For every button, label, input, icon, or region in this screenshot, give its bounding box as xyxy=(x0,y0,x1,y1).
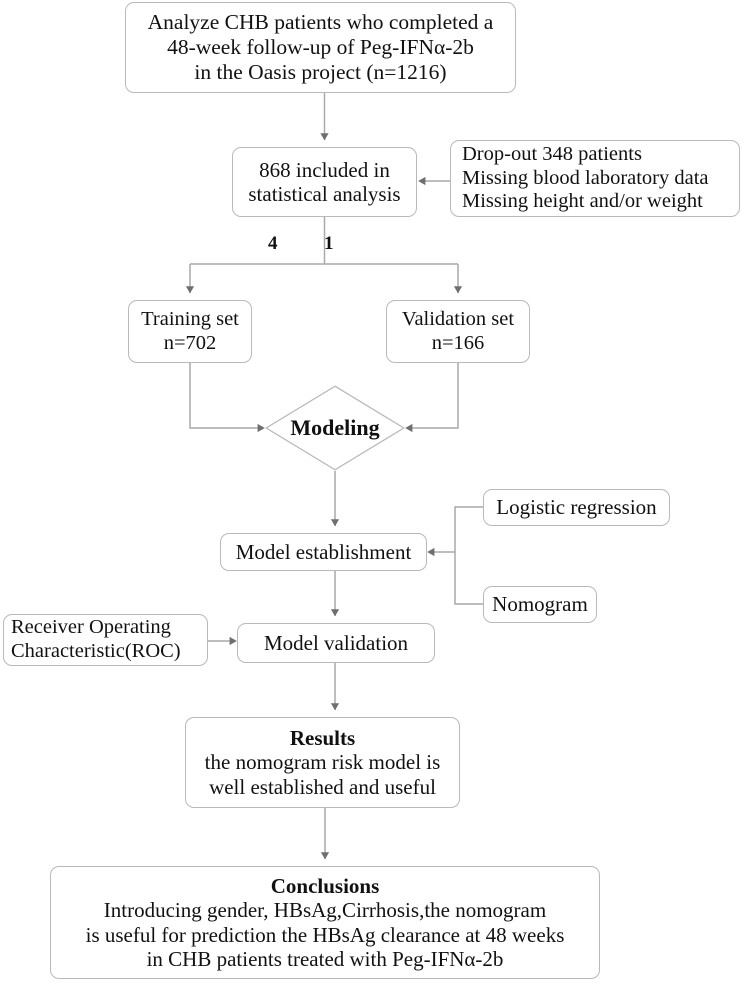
model-validation-label: Model validation xyxy=(263,630,409,655)
model-establishment-label: Model establishment xyxy=(235,539,412,564)
node-nomogram: Nomogram xyxy=(483,586,597,623)
node-model-validation: Model validation xyxy=(237,623,435,663)
conclusions-heading: Conclusions xyxy=(270,873,380,898)
split-label-validation-share: 1 xyxy=(324,233,334,254)
dropout-line-3: Missing height and/or weight xyxy=(462,190,703,213)
edge-training-to-modeling xyxy=(189,363,265,433)
source-line-3: in the Oasis project (n=1216) xyxy=(194,59,447,84)
diamond-shape xyxy=(265,385,405,471)
modeling-label: Modeling xyxy=(290,415,380,440)
node-results: Results the nomogram risk model is well … xyxy=(185,717,460,808)
node-source-cohort: Analyze CHB patients who completed a 48-… xyxy=(125,2,516,93)
edge-nomogram-bus xyxy=(454,552,483,605)
conclusions-line-1: Introducing gender, HBsAg,Cirrhosis,the … xyxy=(103,898,547,923)
training-line-1: Training set xyxy=(141,307,239,330)
roc-line-1: Receiver Operating xyxy=(11,616,171,639)
edge-logistic-bus xyxy=(454,506,483,552)
node-model-establishment: Model establishment xyxy=(220,533,427,571)
node-conclusions: Conclusions Introducing gender, HBsAg,Ci… xyxy=(50,866,600,979)
split-label-training-share: 4 xyxy=(268,233,278,254)
node-validation-set: Validation set n=166 xyxy=(386,300,530,363)
validation-line-2: n=166 xyxy=(431,331,485,354)
source-line-2: 48-week follow-up of Peg-IFNα-2b xyxy=(167,35,474,60)
included-line-2: statistical analysis xyxy=(248,182,401,206)
conclusions-line-2: is useful for prediction the HBsAg clear… xyxy=(85,922,565,947)
training-line-2: n=702 xyxy=(163,331,217,354)
dropout-line-2: Missing blood laboratory data xyxy=(462,166,709,189)
node-drop-out-reasons: Drop-out 348 patients Missing blood labo… xyxy=(450,140,740,217)
node-training-set: Training set n=702 xyxy=(128,300,252,363)
node-logistic-regression: Logistic regression xyxy=(483,489,670,526)
source-line-1: Analyze CHB patients who completed a xyxy=(147,10,494,35)
dropout-line-1: Drop-out 348 patients xyxy=(462,142,642,165)
node-roc: Receiver Operating Characteristic(ROC) xyxy=(3,614,208,666)
node-modeling-decision: Modeling xyxy=(265,385,405,471)
logistic-regression-label: Logistic regression xyxy=(496,495,657,520)
results-heading: Results xyxy=(289,725,356,750)
included-line-1: 868 included in xyxy=(259,157,390,182)
results-line-2: well established and useful xyxy=(209,774,436,799)
conclusions-line-3: in CHB patients treated with Peg-IFNα-2b xyxy=(146,946,504,971)
nomogram-label: Nomogram xyxy=(492,592,588,617)
validation-line-1: Validation set xyxy=(401,307,515,330)
results-line-1: the nomogram risk model is xyxy=(204,750,441,775)
edge-validation-to-modeling xyxy=(405,363,459,433)
node-included-in-analysis: 868 included in statistical analysis xyxy=(232,147,417,217)
roc-line-2: Characteristic(ROC) xyxy=(11,640,181,662)
